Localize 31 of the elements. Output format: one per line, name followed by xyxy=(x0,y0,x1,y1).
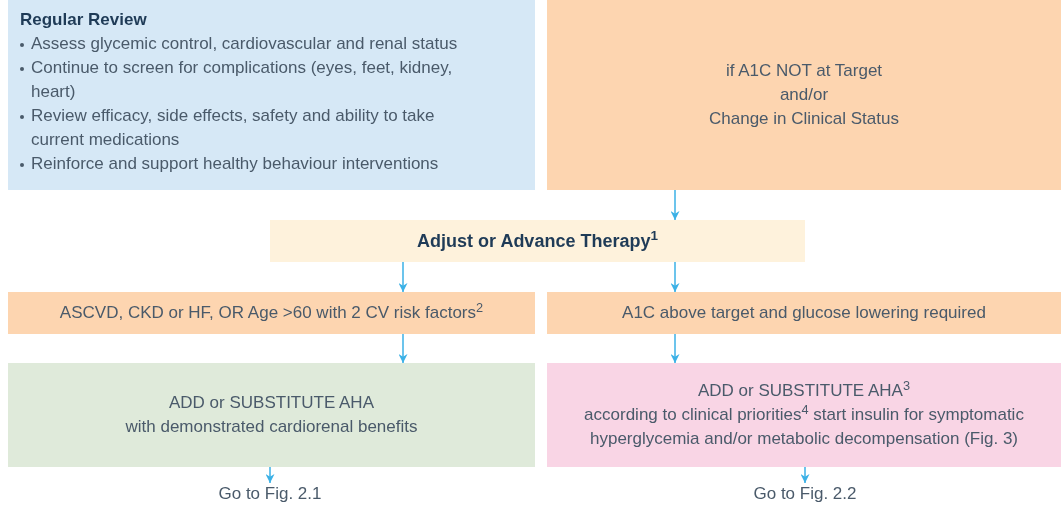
arrow xyxy=(265,466,275,484)
box-text: ADD or SUBSTITUTE AHA$^{3}$ xyxy=(697,379,911,402)
arrow xyxy=(670,261,680,293)
action-box xyxy=(547,363,1061,467)
arrow xyxy=(670,189,680,221)
box-text: with demonstrated cardiorenal benefits xyxy=(125,416,418,438)
criteria-box xyxy=(8,292,535,334)
box-text: ASCVD, CKD or HF, OR Age >60 with 2 CV risk factors$^{2}$ xyxy=(59,301,484,324)
arrow xyxy=(398,261,408,293)
arrow xyxy=(670,333,680,364)
box-heading: Regular Review xyxy=(20,9,148,31)
action-box xyxy=(8,363,535,467)
box-text: and/or xyxy=(779,84,829,106)
condition-box xyxy=(547,0,1061,190)
review-box xyxy=(8,0,535,190)
box-text: A1C above target and glucose lowering required xyxy=(622,302,986,324)
box-text: if A1C NOT at Target xyxy=(725,60,883,82)
box-text: according to clinical priorities$^{4}$ start insulin for symptomatic hyperglycemia and/or metabolic decompensation (Fig. 3) xyxy=(583,403,1025,450)
arrow xyxy=(800,466,810,484)
arrow xyxy=(398,333,408,364)
link-text: Go to Fig. 2.2 xyxy=(753,483,857,505)
box-text: Change in Clinical Status xyxy=(709,108,899,130)
link-text: Go to Fig. 2.1 xyxy=(218,483,322,505)
bullet-text: Continue to screen for complications (eyes, feet, kidney, heart) xyxy=(31,57,454,103)
bullet-text: Assess glycemic control, cardiovascular and renal status xyxy=(31,33,459,55)
bullet-text: Reinforce and support healthy behaviour interventions xyxy=(31,153,440,175)
therapy-box xyxy=(270,220,805,262)
criteria-box xyxy=(547,292,1061,334)
box-text: Adjust or Advance Therapy$^{1}$ xyxy=(417,229,658,253)
bullet-text: Review efficacy, side effects, safety and ability to take current medications xyxy=(31,105,436,151)
box-text: ADD or SUBSTITUTE AHA xyxy=(169,392,374,414)
